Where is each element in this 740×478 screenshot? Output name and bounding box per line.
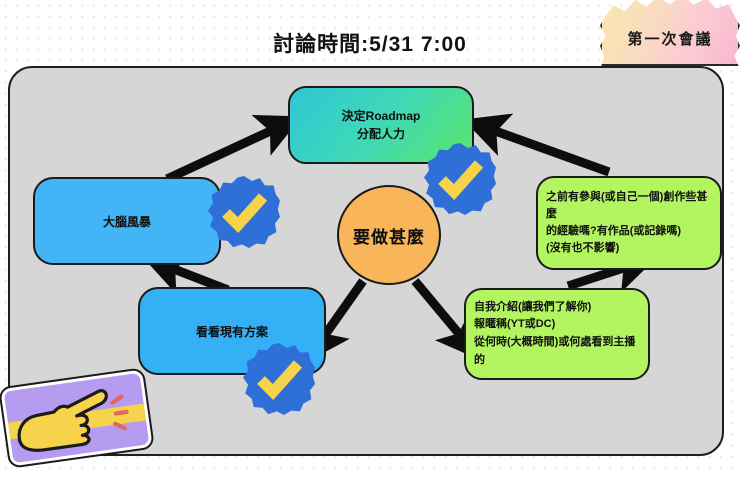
pointing-hand-sticker xyxy=(0,369,153,467)
check-badge-roadmap xyxy=(424,143,496,215)
meeting-badge: 第一次會議 xyxy=(600,0,740,66)
pointing-hand-icon xyxy=(17,389,129,452)
node-experience-line2: 的經驗嗎?有作品(或記錄嗎) xyxy=(546,225,682,237)
check-mark-icon xyxy=(438,160,484,201)
node-roadmap-line2: 分配人力 xyxy=(356,127,405,141)
node-experience-line1: 之前有參與(或自己一個)創作些甚麼 xyxy=(546,190,708,220)
node-intro-line3: 從何時(大概時間)或何處看到主播的 xyxy=(474,336,636,366)
check-mark-icon xyxy=(222,193,268,234)
node-center-label: 要做甚麼 xyxy=(353,227,425,247)
node-brainstorm-label: 大腦風暴 xyxy=(102,214,151,229)
check-badge-brainstorm xyxy=(208,176,280,248)
node-intro[interactable]: 自我介紹(讓我們了解你) 報暱稱(YT或DC) 從何時(大概時間)或何處看到主播… xyxy=(464,288,650,380)
node-experience[interactable]: 之前有參與(或自己一個)創作些甚麼 的經驗嗎?有作品(或記錄嗎) (沒有也不影響… xyxy=(536,176,722,270)
page-title: 討論時間:5/31 7:00 xyxy=(273,33,467,56)
node-brainstorm[interactable]: 大腦風暴 xyxy=(33,177,221,265)
node-intro-line1: 自我介紹(讓我們了解你) xyxy=(474,300,592,313)
check-badge-existing xyxy=(243,343,315,415)
node-intro-line2: 報暱稱(YT或DC) xyxy=(474,318,556,331)
node-roadmap-line1: 決定Roadmap xyxy=(341,109,421,123)
node-center-topic[interactable]: 要做甚麼 xyxy=(337,185,441,285)
meeting-badge-label: 第一次會議 xyxy=(627,30,713,48)
node-existing-label: 看看現有方案 xyxy=(195,324,268,339)
node-experience-line3: (沒有也不影響) xyxy=(546,242,620,255)
check-mark-icon xyxy=(257,360,303,401)
